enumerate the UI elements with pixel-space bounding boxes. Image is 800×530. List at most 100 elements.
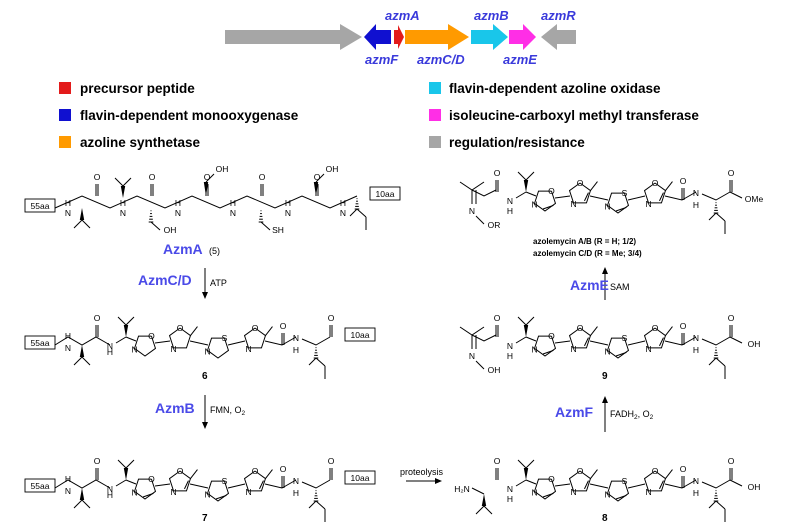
product-h2: H: [507, 206, 513, 216]
cpd8-r2-n: N: [570, 487, 576, 497]
cpd8-ile-me: [708, 500, 717, 509]
cpd6-o3: O: [328, 313, 335, 323]
product-val2-me2: [525, 171, 535, 181]
azmA-cys-ch2: [260, 221, 271, 231]
cpd7-left-box: [24, 478, 56, 493]
cpd8-o2: O: [680, 464, 687, 474]
cpd6-h2: H: [107, 347, 113, 357]
cpd8-val2-me2: [525, 459, 535, 469]
cpd9-val2-me2: [525, 316, 535, 326]
cpd9-r4-db: [659, 337, 664, 347]
legend-swatch-methyltransferase: [429, 109, 441, 121]
cpd6-n3: N: [293, 333, 299, 343]
cpd8-r2-ring: [568, 470, 592, 492]
product-r2-me: [590, 181, 598, 191]
cpd6-val1-me2: [81, 356, 91, 366]
enzyme-label-azmA: AzmA: [163, 241, 203, 257]
azmA-o3: O: [259, 172, 266, 182]
azmA-n4: N: [285, 208, 291, 218]
legend-swatch-synthetase: [59, 136, 71, 148]
cpd7-r4-db: [259, 480, 264, 490]
product-acid-o: OMe: [745, 194, 764, 204]
product-bb2: [515, 191, 527, 199]
cpd6-r3-n: N: [204, 346, 210, 356]
azmA-ile-me: [349, 208, 358, 217]
cpd9-r2-ring: [568, 327, 592, 349]
product-r3-db: [615, 206, 627, 212]
cpd6-val2-me2: [125, 316, 135, 326]
cpd8-r2-db: [584, 480, 589, 490]
cpd8-valh-me1: [475, 505, 485, 515]
condition-atp: ATP: [210, 278, 227, 288]
gene-arrow-azmE: [509, 24, 536, 50]
azmA-backbone: [54, 195, 358, 209]
cpd8-l4: [627, 483, 646, 489]
cpd8-bb2: [515, 479, 527, 487]
product-acid: [729, 191, 743, 199]
cpd7-val1-me1: [73, 499, 83, 509]
cpd6-val2-wedge: [123, 325, 129, 337]
cpd7-o3: O: [328, 456, 335, 466]
cpd8-r4-ring: [643, 470, 667, 492]
legend-text-monooxygenase: flavin-dependent monooxygenase: [80, 108, 299, 123]
cpd9-r3-n: N: [604, 346, 610, 356]
azmA-thr1: [203, 182, 209, 196]
cpd6-h1: H: [65, 331, 71, 341]
product-l4: [627, 195, 646, 201]
product-val2-me1: [517, 171, 527, 181]
cpd7-n1: N: [65, 486, 71, 496]
azmA-val1-me2: [81, 219, 91, 229]
product-caption-2: azolemycin C/D (R = Me; 3/4): [533, 249, 642, 258]
gene-arrow-azmCD: [405, 24, 469, 50]
cpd8-r3-db: [615, 494, 627, 500]
product-no: [475, 215, 485, 225]
cpd6-right-box: [344, 327, 376, 342]
product-r2-het: O: [577, 178, 584, 188]
cpd9-r3-db: [615, 351, 627, 357]
cpd9-r1-n: N: [531, 344, 537, 354]
product-r2-db: [584, 192, 589, 202]
cpd9-l1: [525, 336, 537, 342]
arrowhead-step1: [202, 292, 208, 299]
cpd8-ile-et1: [715, 500, 726, 510]
compound-number-6: 6: [202, 371, 208, 382]
gene-label-azmCD: azmC/D: [417, 52, 465, 67]
azmA-h3: H: [230, 198, 236, 208]
azmA-thr1-me: [205, 173, 215, 183]
legend-text-regulation: regulation/resistance: [449, 135, 585, 150]
cpd7-r4-ring: [243, 470, 267, 492]
cpd8-bb4: [701, 479, 731, 489]
gene-label-azmR: azmR: [541, 8, 576, 23]
azmA-right: 10aa: [376, 189, 395, 199]
gene-arrow-azmR: [541, 24, 576, 50]
azmA-val1-wedge: [79, 208, 85, 220]
cpd9-o2: O: [680, 321, 687, 331]
azmA-left-box: [24, 198, 56, 213]
cpd8-l3: [589, 483, 609, 489]
cpd7-val1-wedge: [79, 488, 85, 500]
cpd6-bb4: [301, 336, 331, 346]
cpd7-r4-n: N: [245, 487, 251, 497]
cpd6-r1-n: N: [131, 344, 137, 354]
cpd6-ile-et1: [315, 357, 326, 367]
azmA-h0: H: [65, 198, 71, 208]
azmA-h2: H: [175, 198, 181, 208]
cpd7-r1-het: O: [148, 474, 155, 484]
azmA-left: 55aa: [31, 201, 50, 211]
cpd7-left: 55aa: [31, 481, 50, 491]
cpd8-nh2: H₂N: [454, 484, 470, 494]
gene-label-azmB: azmB: [474, 8, 509, 23]
cpd8-acid: [729, 479, 743, 487]
cpd8-r3-ring: [606, 480, 630, 502]
product-r1-db: [542, 204, 554, 210]
cpd9-l3: [589, 340, 609, 346]
cpd8-valh-me2: [483, 505, 493, 515]
azmA-h5: H: [340, 198, 346, 208]
arrowhead-step4: [602, 396, 608, 403]
cpd6-h3: H: [293, 345, 299, 355]
cpd7-r1-ring: [133, 478, 157, 500]
cpd9-r2-me: [590, 326, 598, 336]
cpd9-bb4: [701, 336, 731, 346]
cpd6-r3-het: S: [222, 333, 228, 343]
cpd7-o1: O: [94, 456, 101, 466]
